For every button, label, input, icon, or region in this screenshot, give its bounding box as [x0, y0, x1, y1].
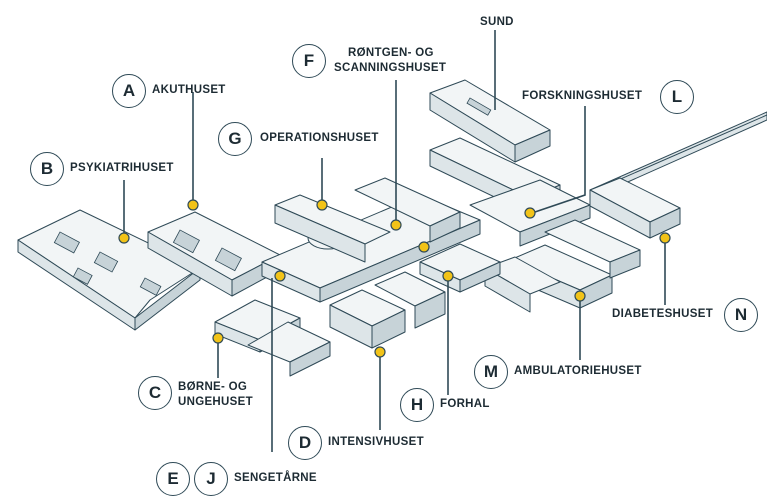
pin-central	[418, 241, 430, 253]
pin-diabeteshuset	[659, 232, 671, 244]
label-forskningshuset: FORSKNINGSHUSET	[522, 90, 643, 102]
pin-operationshuset	[316, 199, 328, 211]
label-operationshuset: OPERATIONSHUSET	[260, 132, 379, 144]
building-sund	[429, 79, 551, 163]
label-rontgen-line2: SCANNINGSHUSET	[334, 62, 447, 74]
badge-l: L	[660, 80, 694, 114]
location-pins	[118, 199, 671, 358]
building-operationshuset	[274, 194, 391, 263]
pin-borne-og-ungehuset	[212, 332, 224, 344]
label-akuthuset: AKUTHUSET	[152, 84, 226, 96]
building-forhal	[419, 243, 501, 293]
badge-e: E	[156, 462, 190, 496]
pin-rontgenhuset	[390, 219, 402, 231]
building-borne-og-ungehuset	[214, 299, 331, 377]
building-diabeteshuset	[589, 177, 681, 239]
badge-h: H	[400, 388, 434, 422]
building-rontgenhuset	[354, 177, 461, 243]
label-ambulatoriehuset: AMBULATORIEHUSET	[514, 365, 642, 377]
badge-b: B	[30, 152, 64, 186]
label-borne-og-line2: UNGEHUSET	[178, 396, 253, 408]
pin-ambulatoriehuset	[574, 290, 586, 302]
pin-akuthuset	[187, 199, 199, 211]
label-psykiatrihuset: PSYKIATRIHUSET	[70, 162, 174, 174]
pin-psykiatrihuset	[118, 232, 130, 244]
pin-forhal	[442, 270, 454, 282]
building-akuthuset	[147, 211, 281, 297]
pin-intensivhuset	[374, 346, 386, 358]
label-borne-og-line1: BØRNE- OG	[178, 381, 248, 393]
building-psykiatrihuset	[17, 209, 201, 331]
label-rontgen-line1: RØNTGEN- OG	[348, 47, 434, 59]
building-ambulatoriehuset	[484, 219, 641, 313]
badge-n: N	[724, 298, 758, 332]
label-diabeteshuset: DIABETESHUSET	[612, 308, 714, 320]
badge-j: J	[194, 462, 228, 496]
leader-lines	[123, 30, 666, 452]
label-forhal: FORHAL	[440, 398, 490, 410]
badge-g: G	[218, 122, 252, 156]
label-sengetarne: SENGETÅRNE	[234, 472, 317, 484]
badge-a: A	[112, 74, 146, 108]
building-forskningshuset	[429, 137, 591, 247]
building-intensivhuset	[329, 271, 446, 349]
label-intensivhuset: INTENSIVHUSET	[328, 436, 424, 448]
pin-forskningshuset	[524, 207, 536, 219]
label-sund: SUND	[480, 16, 514, 28]
badge-d: D	[288, 426, 322, 460]
badge-c: C	[138, 376, 172, 410]
badge-f: F	[292, 44, 326, 78]
badge-m: M	[474, 355, 508, 389]
pin-sengetarne	[274, 270, 286, 282]
